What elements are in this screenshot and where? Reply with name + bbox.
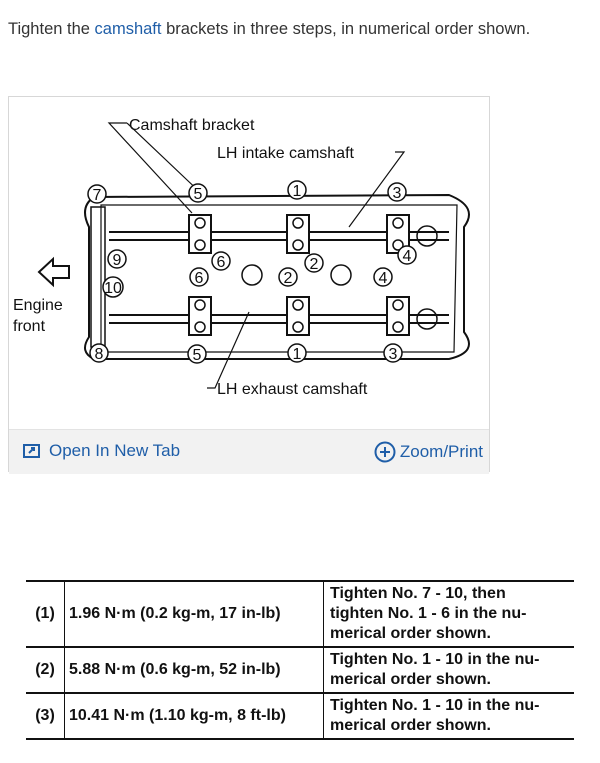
instruction: Tighten No. 1 - 10 in the nu- merical or… [330,651,540,688]
engine-front-arrow-icon [37,256,70,288]
exhaust-camshaft [109,296,449,336]
side-bolt-column [90,206,106,348]
bolt-marker-5-top: 5 [188,183,208,203]
torque-value: 1.96 N·m (0.2 kg-m, 17 in-lb) [64,581,324,647]
svg-text:1: 1 [293,346,302,363]
torque-value: 5.88 N·m (0.6 kg-m, 52 in-lb) [64,647,324,693]
table-row: (3) 10.41 N·m (1.10 kg-m, 8 ft-lb) Tight… [26,693,574,739]
bracket-leader [107,122,206,214]
bolt-marker-10: 10 [102,276,124,298]
engine-label: Engine [13,297,63,314]
svg-text:2: 2 [284,270,293,287]
svg-text:6: 6 [195,270,204,287]
camshaft-bracket-label: Camshaft bracket [129,117,255,134]
instruction: Tighten No. 7 - 10, then tighten No. 1 -… [330,585,527,642]
zoom-print-label: Zoom/Print [399,442,483,461]
intake-leader [348,151,406,228]
open-new-tab-icon [23,444,40,458]
table-row: (2) 5.88 N·m (0.6 kg-m, 52 in-lb) Tighte… [26,647,574,693]
bolt-marker-1-bottom: 1 [287,343,307,363]
camshaft-diagram: Camshaft bracket LH intake camshaft LH e… [13,117,470,398]
svg-text:2: 2 [310,256,319,273]
lh-intake-label: LH intake camshaft [217,145,355,162]
front-label: front [13,318,46,335]
svg-text:6: 6 [217,254,226,271]
intro-after: brackets in three steps, in numerical or… [161,20,531,38]
bolt-marker-3-bottom: 3 [383,343,403,363]
bolt-marker-7: 7 [87,184,107,204]
figure-footer: Open In New Tab Zoom/Print [9,429,489,474]
bolt-marker-5-bottom: 5 [187,344,207,364]
bolt-marker-9: 9 [107,249,127,269]
bolt-marker-8: 8 [89,343,109,363]
svg-text:10: 10 [104,280,122,297]
svg-text:3: 3 [393,185,402,202]
plug-hole-1 [241,264,263,286]
svg-text:4: 4 [403,248,412,265]
step-number: (3) [26,693,65,739]
bolt-marker-3-top: 3 [387,182,407,202]
svg-text:1: 1 [293,183,302,200]
head-outline [84,193,470,360]
intro-before: Tighten the [8,20,95,38]
diagram-figure: Camshaft bracket LH intake camshaft LH e… [8,96,490,474]
intake-camshaft [109,214,449,254]
open-new-tab-button[interactable]: Open In New Tab [23,441,180,461]
torque-table: (1) 1.96 N·m (0.2 kg-m, 17 in-lb) Tighte… [26,580,574,740]
svg-text:4: 4 [379,270,388,287]
bolt-marker-6-top: 6 [211,251,231,271]
camshaft-link[interactable]: camshaft [94,20,162,38]
bolt-marker-1-top: 1 [287,180,307,200]
bolt-marker-2-top: 2 [304,253,324,273]
instruction: Tighten No. 1 - 10 in the nu- merical or… [330,697,540,734]
svg-text:5: 5 [194,186,203,203]
bolt-marker-4-top: 4 [397,245,417,265]
zoom-plus-icon [374,441,396,463]
svg-text:5: 5 [193,347,202,364]
plug-hole-2 [330,264,352,286]
zoom-print-button[interactable]: Zoom/Print [374,441,483,463]
bolt-marker-4-mid: 4 [373,267,393,287]
table-row: (1) 1.96 N·m (0.2 kg-m, 17 in-lb) Tighte… [26,581,574,647]
lh-exhaust-label: LH exhaust camshaft [217,381,368,398]
torque-value: 10.41 N·m (1.10 kg-m, 8 ft-lb) [64,693,324,739]
bolt-marker-6-mid: 6 [189,267,209,287]
bolt-marker-2-mid: 2 [278,267,298,287]
intro-text: Tighten the camshaft brackets in three s… [8,20,530,39]
svg-text:8: 8 [95,346,104,363]
svg-text:3: 3 [389,346,398,363]
exhaust-leader [207,311,250,389]
svg-text:9: 9 [113,252,122,269]
svg-text:7: 7 [93,187,102,204]
step-number: (2) [26,647,65,693]
head-inner-outline [100,204,458,353]
open-new-tab-label: Open In New Tab [49,441,181,460]
step-number: (1) [26,581,65,647]
